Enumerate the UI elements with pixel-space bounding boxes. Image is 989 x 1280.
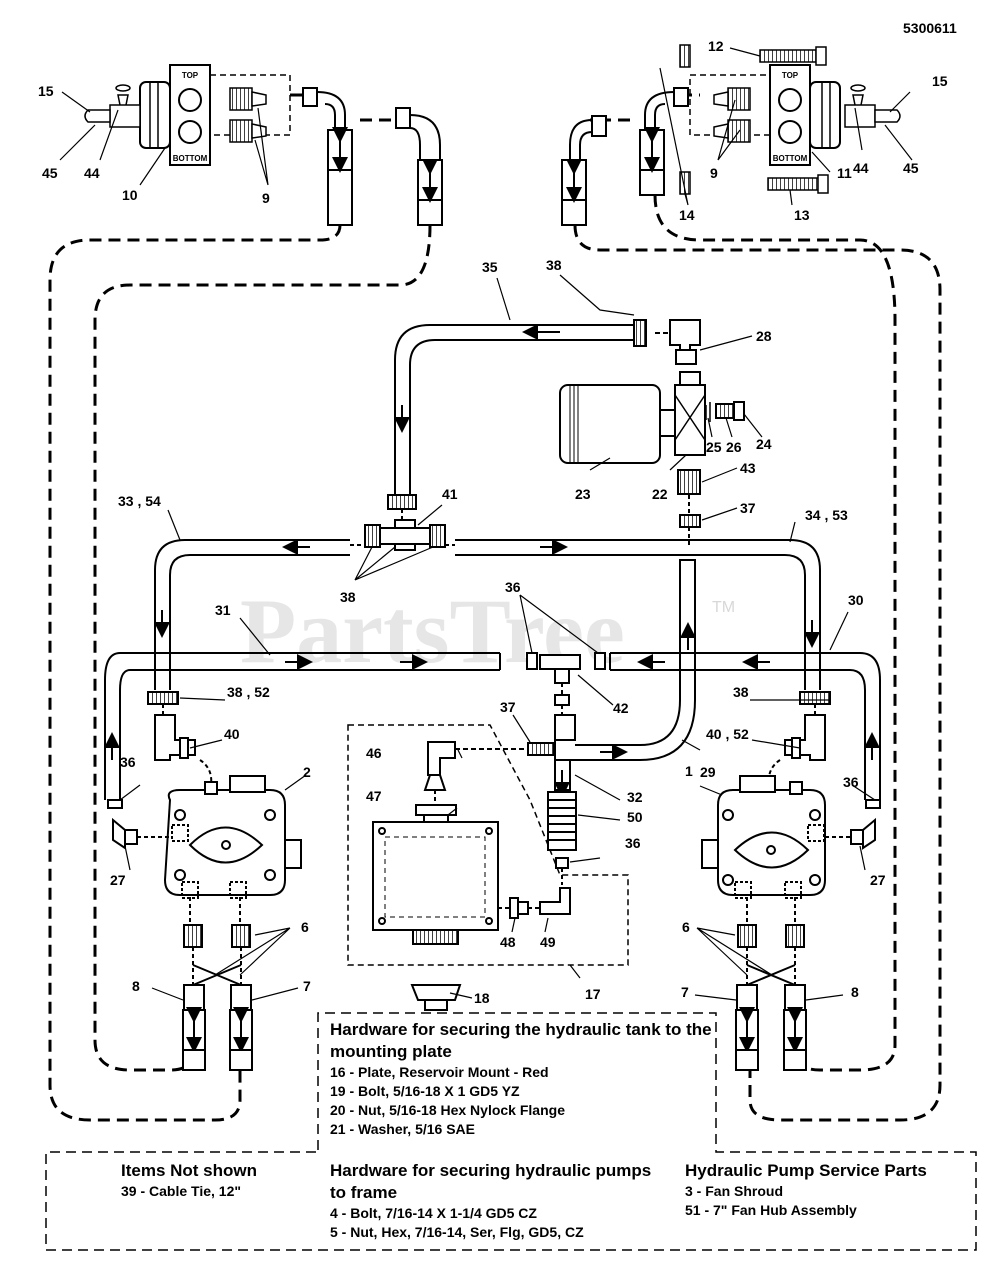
callout-27-right: 27 — [870, 872, 886, 888]
breather-bellows — [547, 791, 577, 851]
pump-right — [701, 691, 881, 1071]
callout-26: 26 — [726, 439, 742, 455]
callout-36-top: 36 — [505, 579, 521, 595]
callout-25: 25 — [706, 439, 722, 455]
note-pump-hardware: Hardware for securing hydraulic pumps to… — [330, 1160, 660, 1242]
callout-9-right: 9 — [710, 165, 718, 181]
callout-8-left: 8 — [132, 978, 140, 994]
callout-38-right: 38 — [733, 684, 749, 700]
callout-45: 45 — [42, 165, 58, 181]
callout-11: 11 — [837, 165, 852, 181]
note-not-shown-item: 39 - Cable Tie, 12" — [121, 1183, 241, 1199]
callout-47: 47 — [366, 788, 382, 804]
callout-38-tee: 38 — [340, 589, 356, 605]
callout-36-bottom: 36 — [625, 835, 641, 851]
watermark-tm: TM — [712, 599, 735, 616]
callout-1: 1 — [685, 763, 693, 779]
callout-12: 12 — [708, 38, 724, 54]
callout-23: 23 — [575, 486, 591, 502]
note-pump-service: Hydraulic Pump Service Parts 3 - Fan Shr… — [685, 1160, 970, 1220]
callout-6-right: 6 — [682, 919, 690, 935]
leader-lines — [59, 47, 913, 1001]
callout-46: 46 — [366, 745, 382, 761]
pump-left — [107, 691, 302, 1071]
callout-7-right: 7 — [681, 984, 689, 1000]
callout-44-right: 44 — [853, 160, 869, 176]
callout-36-left: 36 — [120, 754, 136, 770]
callout-7-left: 7 — [303, 978, 311, 994]
note-tank-title: Hardware for securing the hydraulic tank… — [330, 1020, 712, 1061]
callout-38-top: 38 — [546, 257, 562, 273]
note-tank-hardware: Hardware for securing the hydraulic tank… — [330, 1019, 715, 1139]
callout-32: 32 — [627, 789, 643, 805]
note-service-item: 3 - Fan Shroud — [685, 1183, 783, 1199]
callout-41: 41 — [442, 486, 458, 502]
note-pump-item: 4 - Bolt, 7/16-14 X 1-1/4 GD5 CZ — [330, 1205, 537, 1221]
callout-31: 31 — [215, 602, 231, 618]
callout-50: 50 — [627, 809, 643, 825]
label-bottom-right: BOTTOM — [773, 154, 808, 163]
callout-labels: 15 45 44 10 9 12 15 9 44 11 45 14 13 35 … — [38, 38, 948, 1006]
valve-assembly-left: TOP BOTTOM — [84, 64, 291, 166]
callout-15-right: 15 — [932, 73, 948, 89]
callout-29: 29 — [700, 764, 716, 780]
callout-15: 15 — [38, 83, 54, 99]
note-tank-item: 16 - Plate, Reservoir Mount - Red — [330, 1064, 549, 1080]
callout-9-left: 9 — [262, 190, 270, 206]
callout-36-right: 36 — [843, 774, 859, 790]
callout-48: 48 — [500, 934, 516, 950]
callout-6-left: 6 — [301, 919, 309, 935]
callout-40: 40 — [224, 726, 240, 742]
callout-14: 14 — [679, 207, 695, 223]
callout-28: 28 — [756, 328, 772, 344]
callout-24: 24 — [756, 436, 772, 452]
hoses-top-left — [302, 87, 443, 226]
callout-33-54: 33 , 54 — [118, 493, 161, 509]
callout-37-top: 37 — [740, 500, 756, 516]
callout-35: 35 — [482, 259, 498, 275]
callout-42: 42 — [613, 700, 629, 716]
callout-13: 13 — [794, 207, 810, 223]
note-tank-item: 21 - Washer, 5/16 SAE — [330, 1121, 475, 1137]
note-not-shown-title: Items Not shown — [121, 1161, 258, 1180]
callout-2: 2 — [303, 764, 311, 780]
callout-34-53: 34 , 53 — [805, 507, 848, 523]
callout-38-52: 38 , 52 — [227, 684, 270, 700]
callout-37-mid: 37 — [500, 699, 516, 715]
hoses-top-right — [561, 87, 689, 226]
note-service-title: Hydraulic Pump Service Parts — [685, 1161, 927, 1180]
label-top-right: TOP — [782, 71, 799, 80]
callout-27-left: 27 — [110, 872, 126, 888]
callout-43: 43 — [740, 460, 756, 476]
callout-8-right: 8 — [851, 984, 859, 1000]
callout-22: 22 — [652, 486, 668, 502]
callout-30: 30 — [848, 592, 864, 608]
note-pump-item: 5 - Nut, Hex, 7/16-14, Ser, Flg, GD5, CZ — [330, 1224, 584, 1240]
watermark: PartsTree TM — [240, 580, 735, 682]
label-top-left: TOP — [182, 71, 199, 80]
callout-10: 10 — [122, 187, 138, 203]
callout-18: 18 — [474, 990, 490, 1006]
note-items-not-shown: Items Not shown 39 - Cable Tie, 12" — [121, 1160, 311, 1201]
note-pump-title: Hardware for securing hydraulic pumps to… — [330, 1161, 652, 1202]
note-box-borders — [45, 1012, 977, 1251]
callout-17: 17 — [585, 986, 601, 1002]
note-tank-item: 20 - Nut, 5/16-18 Hex Nylock Flange — [330, 1102, 565, 1118]
document-id: 5300611 — [903, 20, 957, 36]
callout-44: 44 — [84, 165, 100, 181]
note-service-item: 51 - 7" Fan Hub Assembly — [685, 1202, 857, 1218]
note-tank-item: 19 - Bolt, 5/16-18 X 1 GD5 YZ — [330, 1083, 520, 1099]
label-bottom-left: BOTTOM — [173, 154, 208, 163]
callout-40-52: 40 , 52 — [706, 726, 749, 742]
callout-45-right: 45 — [903, 160, 919, 176]
callout-49: 49 — [540, 934, 556, 950]
